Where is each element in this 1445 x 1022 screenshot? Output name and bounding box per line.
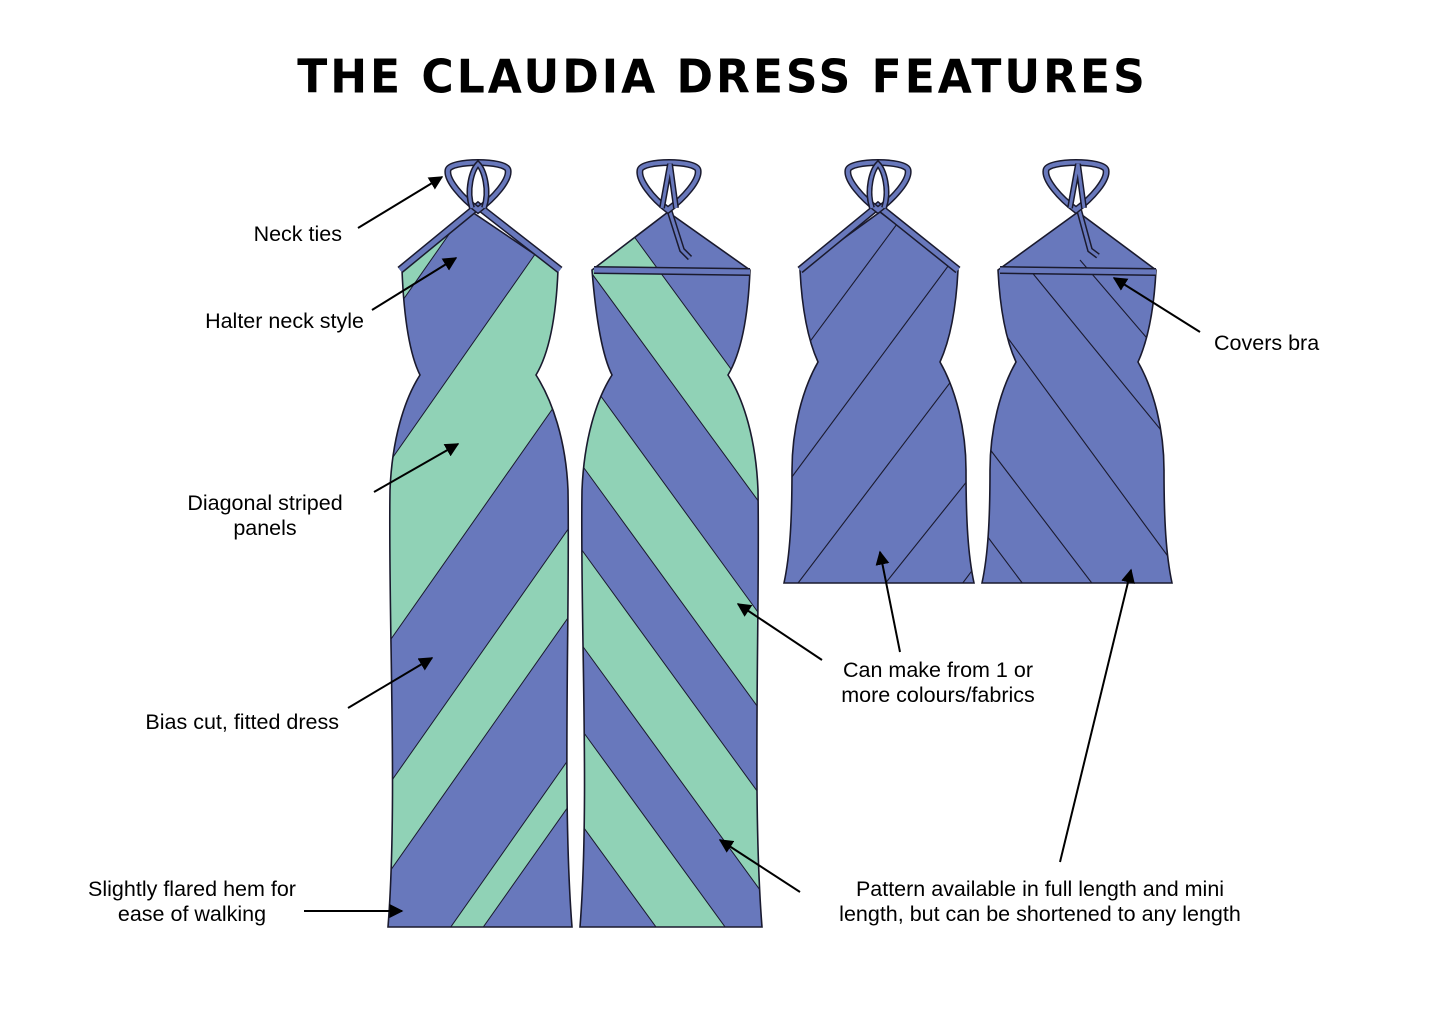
label-bias-cut: Bias cut, fitted dress bbox=[145, 710, 339, 734]
arrow-diagonal-panels bbox=[373, 443, 460, 493]
maxi-dress-back bbox=[579, 159, 763, 928]
mini-dress-front bbox=[783, 159, 975, 584]
arrow-halter-neck bbox=[371, 257, 458, 311]
label-diagonal-panels: Diagonal striped panels bbox=[187, 491, 343, 540]
arrow-pattern-1 bbox=[718, 839, 801, 893]
arrow-colours-2 bbox=[875, 550, 901, 653]
arrow-colours-1 bbox=[736, 603, 823, 661]
label-covers-bra: Covers bra bbox=[1214, 331, 1320, 355]
label-pattern: Pattern available in full length and min… bbox=[839, 877, 1241, 926]
page-title: THE CLAUDIA DRESS FEATURES bbox=[297, 50, 1148, 105]
mini-dress-back bbox=[981, 159, 1173, 584]
label-neck-ties: Neck ties bbox=[253, 222, 342, 246]
arrow-bias-cut bbox=[347, 657, 434, 709]
callout-arrows bbox=[304, 176, 1201, 918]
label-colours: Can make from 1 or more colours/fabrics bbox=[841, 658, 1035, 707]
label-flared-hem: Slightly flared hem for ease of walking bbox=[88, 877, 296, 926]
arrow-pattern-2 bbox=[1059, 568, 1135, 863]
arrow-covers-bra bbox=[1112, 277, 1201, 333]
arrow-neck-ties bbox=[357, 176, 444, 229]
label-halter-neck: Halter neck style bbox=[205, 309, 364, 333]
